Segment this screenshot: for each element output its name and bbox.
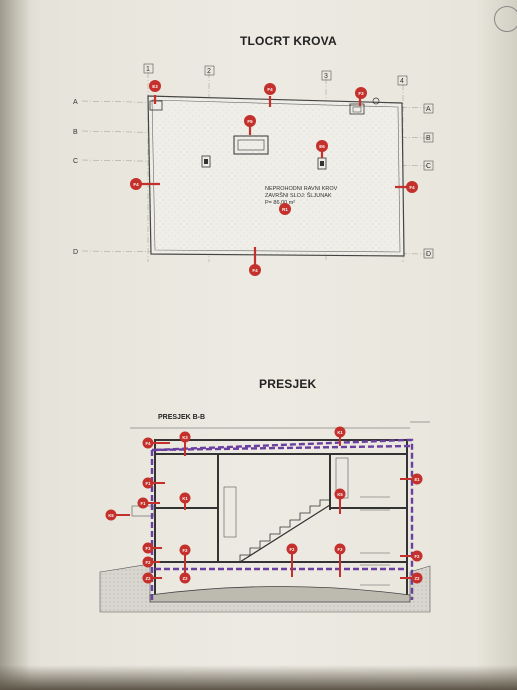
paper-fold-shadow	[0, 0, 30, 690]
axis-top-2: 2	[207, 68, 211, 75]
marker-sec-9: K5	[337, 492, 343, 497]
marker-roof-1: E3	[152, 84, 158, 89]
marker-roof-2: F4	[267, 87, 273, 92]
axis-right-d: D	[426, 251, 431, 258]
marker-sec-17: Z2	[146, 576, 152, 581]
axis-right-b: B	[426, 135, 431, 142]
marker-sec-4: E1	[414, 477, 420, 482]
marker-sec-1: F4	[146, 441, 152, 446]
marker-sec-13: F3	[338, 547, 344, 552]
axis-top-3: 3	[324, 73, 328, 80]
roof-plan: 1 2 3 4 A B C D A B C D	[73, 63, 434, 276]
roof-plan-title: TLOCRT KROVA	[240, 34, 337, 48]
north-arrow-icon	[494, 6, 517, 32]
axis-left-a: A	[73, 99, 78, 106]
axis-left-c: C	[73, 158, 78, 165]
marker-sec-3: K1	[337, 430, 343, 435]
marker-sec-10: F3	[146, 546, 152, 551]
table-edge-shadow	[0, 665, 517, 690]
roof-label-line2: ZAVRŠNI SLOJ: ŠLJUNAK	[265, 192, 332, 199]
section-drawing: PRESJEK B-B	[99, 414, 431, 613]
axis-left-b: B	[73, 129, 78, 136]
marker-sec-7: K1	[182, 496, 188, 501]
marker-sec-14: F2	[415, 554, 421, 559]
marker-sec-18: Z2	[415, 576, 421, 581]
axis-right-c: C	[426, 163, 431, 170]
marker-sec-8: K5	[108, 513, 114, 518]
axis-top-1: 1	[146, 66, 150, 73]
marker-roof-3: F3	[358, 91, 364, 96]
roof-label-area: P= 86,00 m²	[265, 200, 295, 206]
marker-sec-5: F1	[146, 481, 152, 486]
marker-roof-6: F4	[133, 182, 139, 187]
marker-roof-9: F4	[252, 268, 258, 273]
axis-right-a: A	[426, 106, 431, 113]
axis-left-d: D	[73, 249, 78, 256]
roof-label-line1: NEPROHODNI RAVNI KROV	[265, 186, 338, 192]
marker-sec-2: K3	[182, 435, 188, 440]
marker-sec-15: F2	[146, 560, 152, 565]
marker-roof-8: R1	[282, 207, 288, 212]
section-title: PRESJEK	[259, 377, 317, 391]
marker-sec-12: F2	[290, 547, 296, 552]
marker-roof-4: F5	[247, 119, 253, 124]
marker-roof-7: F4	[409, 185, 415, 190]
marker-sec-11: F2	[183, 548, 189, 553]
section-subtitle: PRESJEK B-B	[158, 414, 205, 421]
marker-sec-16: Z2	[183, 576, 189, 581]
marker-sec-6: F1	[141, 501, 147, 506]
marker-roof-5: E6	[319, 144, 325, 149]
axis-top-4: 4	[400, 78, 404, 85]
